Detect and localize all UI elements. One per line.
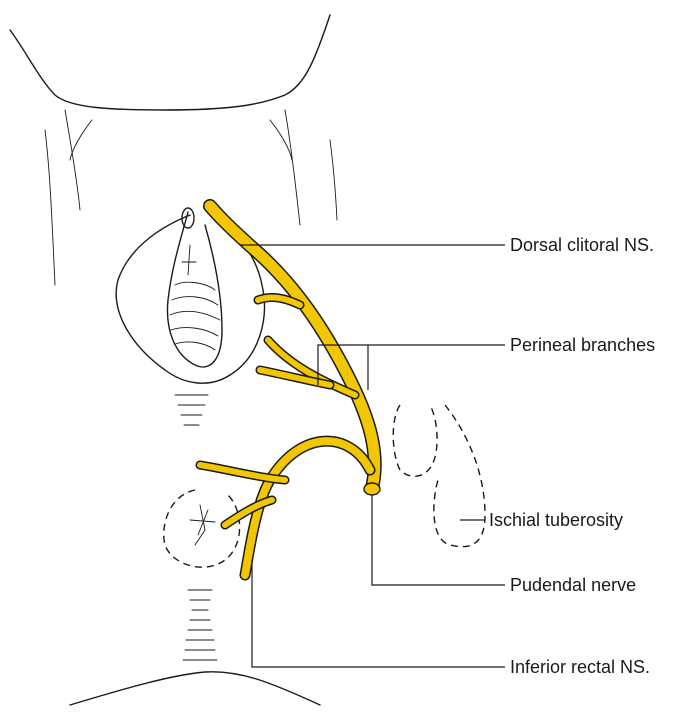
label-inferior-rectal-nerve: Inferior rectal NS. [510, 656, 650, 678]
label-dorsal-clitoral-nerve: Dorsal clitoral NS. [510, 234, 654, 256]
label-perineal-branches: Perineal branches [510, 334, 655, 356]
label-pudendal-nerve: Pudendal nerve [510, 574, 636, 596]
leader-rectal [252, 560, 505, 667]
ischial-tuberosity-outline [393, 405, 485, 547]
label-ischial-tuberosity: Ischial tuberosity [489, 509, 623, 531]
anus-illustration [164, 490, 240, 660]
pudendal-nerve-branches [200, 206, 380, 575]
